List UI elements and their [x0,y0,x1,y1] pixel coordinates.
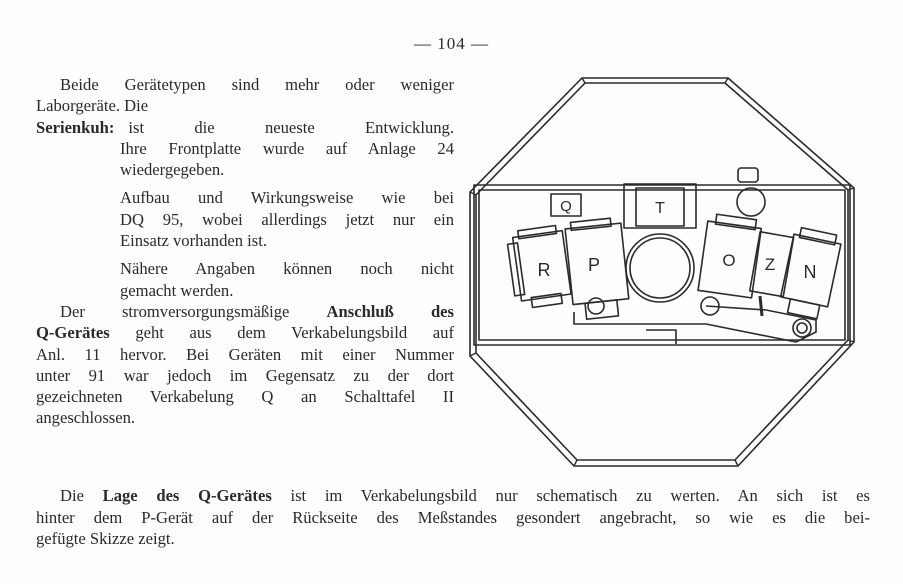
device-t-inner [635,187,685,227]
anschluss-line-1: Der stromversorgungsmäßige Anschluß des [36,301,454,322]
device-t-label: T [655,200,665,217]
center-circle [625,233,695,303]
o-foot-circle [700,296,720,316]
bar-mark [758,295,764,317]
text-line: Ihre Frontplatte wurde auf Anlage 24 [120,138,454,158]
text-line: DQ 95, wobei allerdings jetzt nur ein [120,209,454,229]
text-line: Einsatz vorhanden ist. [120,231,268,251]
bottom-paragraph: Die Lage des Q-Gerätes ist im Verkabelun… [36,485,870,550]
n-foot-circle [792,318,812,338]
device-z-label: Z [765,255,775,274]
n-foot-circle-inner [796,322,808,334]
device-q-label: Q [560,198,572,215]
text-line: gemacht werden. [120,280,234,300]
text-line: Anl. 11 hervor. Bei Geräten mit einer Nu… [36,344,454,364]
frame-notches [469,77,855,467]
small-cap [737,167,759,183]
center-circle-inner [629,237,691,299]
text-line: gefügte Skizze zeigt. [36,529,175,548]
table-inner [478,189,846,341]
table-outer [473,184,851,346]
device-n [779,226,842,320]
text-span: geht aus dem Verkabelungsbild auf [109,323,454,343]
device-o-label: O [722,251,735,270]
text-line: hinter dem P-Gerät auf der Rückseite des… [36,507,870,527]
text-line: Aufbau und Wirkungsweise wie bei [120,188,454,208]
text-line: unter 91 war jedoch im Gegensatz zu der … [36,365,454,385]
text-line: Laborgeräte. Die [36,96,149,116]
text-line: ist die neueste Entwicklung. [128,117,454,137]
base-plate [573,305,817,343]
bold-text: Lage des Q-Gerätes [102,486,272,505]
device-r [506,224,572,309]
serienkuh-label: Serienkuh: [36,117,115,137]
text-line: angeschlossen. [36,408,136,428]
serienkuh-line: Serienkuh: ist die neueste Entwicklung. [36,117,454,138]
text-span: Der stromversorgungsmäßige [60,301,327,321]
bold-text: Q-Gerätes [36,323,110,343]
text-span: ist im Verkabelungsbild nur schematisch … [271,486,871,505]
device-o [697,213,763,299]
text-line: wiedergegeben. [120,160,225,180]
page-number: — 104 — [414,34,489,53]
text-span: Die [60,486,103,505]
small-knob [736,187,766,217]
octagon-inner [475,82,849,461]
bottom-line-1: Die Lage des Q-Gerätes ist im Verkabelun… [36,485,870,507]
device-q-box [550,193,582,217]
device-z [748,230,795,298]
device-t-box [623,183,697,229]
bold-text: Anschluß des [326,301,455,321]
device-n-label: N [804,262,817,282]
text-line: gezeichneten Verkabelung Q an Schalttafe… [36,387,454,407]
device-p [564,217,630,321]
measuring-stand-sketch: Q T R P O Z N [469,77,855,467]
device-p-label: P [588,255,600,275]
p-foot-circle [587,297,605,315]
left-column-text: Beide Gerätetypen sind mehr oder weniger… [36,74,454,429]
anschluss-line-2: Q-Gerätes geht aus dem Verkabelungsbild … [36,322,454,343]
bracket [646,329,677,344]
device-r-label: R [538,260,551,280]
text-line: Beide Gerätetypen sind mehr oder weniger [60,75,454,94]
text-line: Nähere Angaben können noch nicht [120,259,454,279]
